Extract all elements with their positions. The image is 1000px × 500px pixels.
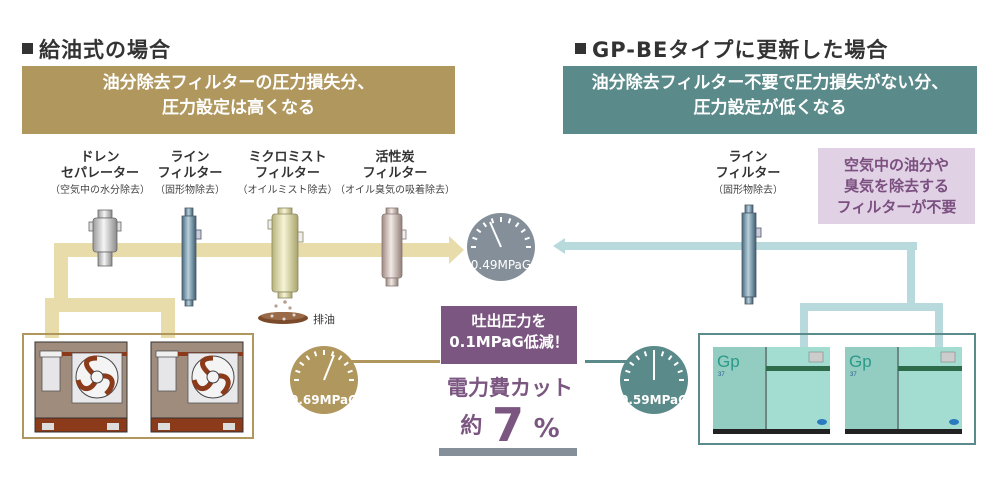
no-oil-filter-note: 空気中の油分や 臭気を除去する フィルターが不要 bbox=[818, 148, 975, 224]
filter-label-line-filter: ライン フィルター （固形物除去） bbox=[150, 150, 230, 199]
gauge-tick bbox=[343, 361, 349, 367]
gauge-tick bbox=[677, 369, 683, 374]
filter-purpose: （オイル臭気の吸着除去） bbox=[335, 185, 455, 196]
oil-lubricated-compressor-1 bbox=[34, 341, 128, 433]
gauge-tick bbox=[330, 351, 335, 357]
left-compressor-enclosure bbox=[22, 333, 254, 439]
left-pressure-gauge bbox=[290, 346, 358, 414]
oil-lubricated-compressor-2 bbox=[150, 341, 244, 433]
right-air-pipe bbox=[553, 238, 943, 348]
oil-drain-puddle-icon bbox=[258, 312, 308, 324]
oil-drain-label: 排油 bbox=[313, 313, 335, 326]
gauge-tick bbox=[673, 361, 679, 367]
square-bullet-icon bbox=[575, 43, 586, 54]
right-heading: GP-BEタイプに更新した場合 bbox=[575, 34, 888, 64]
line-filter-icon bbox=[181, 207, 202, 307]
note-line: 臭気を除去する bbox=[843, 177, 949, 195]
left-banner-line1: 油分除去フィルターの圧力損失分、 bbox=[102, 73, 375, 93]
drain-separator-icon bbox=[88, 209, 122, 267]
gauge-tick bbox=[476, 228, 482, 234]
left-heading: 給油式の場合 bbox=[22, 34, 171, 64]
gauge-tick bbox=[667, 355, 673, 361]
center-gauge-value: 0.49MPaG bbox=[470, 258, 532, 272]
right-gauge-value: 0.59MPaG bbox=[620, 393, 688, 407]
gauge-tick bbox=[514, 222, 520, 228]
reduction-line1: 吐出圧力を bbox=[471, 312, 547, 330]
power-cost-cut-label: 電力費カット bbox=[447, 376, 573, 400]
filter-name-line2: フィルター bbox=[157, 166, 223, 181]
gauge-tick bbox=[299, 361, 305, 367]
filter-name-line1: ドレン bbox=[80, 150, 120, 165]
percent-sign: % bbox=[533, 414, 560, 444]
filter-purpose: （空気中の水分除去） bbox=[50, 185, 150, 196]
center-pressure-gauge bbox=[467, 213, 535, 281]
left-gauge-connector bbox=[340, 360, 440, 363]
gauge-tick bbox=[337, 355, 343, 361]
percent-value: 7 bbox=[491, 398, 524, 452]
filter-purpose: （固形物除去） bbox=[155, 185, 225, 196]
micromist-filter-icon bbox=[267, 207, 304, 310]
left-air-pipe bbox=[45, 236, 464, 338]
filter-name-line1: ミクロミスト bbox=[248, 150, 327, 165]
reduction-line2: 0.1MPaG低減！ bbox=[449, 333, 569, 351]
underline-bar bbox=[439, 448, 577, 456]
left-banner-line2: 圧力設定は高くなる bbox=[162, 98, 315, 118]
gauge-tick bbox=[520, 228, 526, 234]
gauge-tick bbox=[295, 369, 301, 374]
filter-name-line2: フィルター bbox=[255, 166, 320, 181]
filter-name-line1: 活性炭 bbox=[375, 150, 415, 165]
right-heading-text: GP-BEタイプに更新した場合 bbox=[592, 38, 889, 62]
gauge-tick bbox=[347, 369, 353, 374]
gauge-tick bbox=[625, 369, 631, 374]
compressor-model: 37 bbox=[850, 372, 857, 378]
filter-label-activated-carbon: 活性炭 フィルター （オイル臭気の吸着除去） bbox=[335, 150, 455, 199]
filter-name-line2: フィルター bbox=[362, 166, 428, 181]
gauge-tick bbox=[629, 361, 635, 367]
right-pressure-gauge bbox=[620, 346, 688, 414]
gp-logo: Gp bbox=[717, 352, 740, 371]
note-line: 空気中の油分や bbox=[843, 156, 949, 174]
savings-percent: 約 7 % bbox=[440, 398, 580, 452]
filter-label-drain-separator: ドレン セパレーター （空気中の水分除去） bbox=[45, 150, 155, 199]
left-heading-text: 給油式の場合 bbox=[39, 38, 171, 62]
filter-label-micromist: ミクロミスト フィルター （オイルミスト除去） bbox=[235, 150, 340, 199]
approx-label: 約 bbox=[460, 414, 483, 439]
gauge-tick bbox=[524, 236, 530, 241]
right-banner-line1: 油分除去フィルター不要で圧力損失がない分、 bbox=[591, 73, 949, 93]
compressor-model: 37 bbox=[718, 372, 725, 378]
right-banner: 油分除去フィルター不要で圧力損失がない分、 圧力設定が低くなる bbox=[563, 66, 977, 134]
gauge-tick bbox=[490, 218, 495, 224]
filter-name-line2: フィルター bbox=[715, 166, 781, 181]
filter-name-line1: ライン bbox=[170, 150, 210, 165]
left-banner: 油分除去フィルターの圧力損失分、 圧力設定は高くなる bbox=[22, 66, 455, 134]
gauge-tick bbox=[660, 351, 665, 357]
gauge-tick bbox=[643, 351, 648, 357]
gauge-tick bbox=[313, 351, 318, 357]
gauge-tick bbox=[305, 355, 311, 361]
left-gauge-value: 0.69MPaG bbox=[290, 393, 358, 407]
note-line: フィルターが不要 bbox=[836, 198, 957, 216]
right-filter-label-line-filter: ライン フィルター （固形物除去） bbox=[708, 150, 788, 199]
gauge-tick bbox=[507, 218, 512, 224]
filter-name-line1: ライン bbox=[728, 150, 768, 165]
pressure-reduction-box: 吐出圧力を 0.1MPaG低減！ bbox=[441, 306, 577, 364]
gp-be-compressor-2: Gp 37 bbox=[845, 347, 962, 434]
filter-name-line2: セパレーター bbox=[60, 166, 139, 181]
right-banner-line2: 圧力設定が低くなる bbox=[693, 98, 847, 118]
right-gauge-connector bbox=[585, 360, 635, 363]
right-compressor-enclosure bbox=[698, 333, 976, 445]
filter-purpose: （オイルミスト除去） bbox=[237, 185, 338, 196]
gauge-tick bbox=[482, 222, 488, 228]
gauge-tick bbox=[635, 355, 641, 361]
filter-purpose: （固形物除去） bbox=[713, 185, 783, 196]
square-bullet-icon bbox=[22, 43, 33, 54]
gp-logo: Gp bbox=[849, 352, 872, 371]
activated-carbon-filter-icon bbox=[381, 207, 407, 287]
gp-be-compressor-1: Gp 37 bbox=[713, 347, 830, 434]
right-line-filter-icon bbox=[741, 204, 762, 305]
gauge-tick bbox=[472, 236, 478, 241]
